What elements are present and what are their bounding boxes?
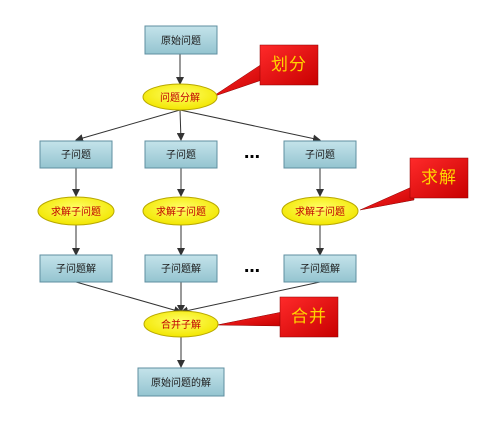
divide-callout-pointer — [211, 63, 263, 98]
callout-pointers — [211, 63, 415, 327]
ellipsis-row-1: … — [244, 143, 260, 162]
sub-problem-label: 子问题 — [166, 148, 196, 161]
sub-solution-label: 子问题解 — [161, 262, 201, 275]
solve-sub-oval-2: 求解子问题 — [142, 196, 220, 226]
sub-solution-label: 子问题解 — [300, 262, 340, 275]
callout-combine-label: 合并 — [291, 307, 327, 327]
solve-sub-label: 求解子问题 — [51, 205, 101, 218]
solve-sub-oval-1: 求解子问题 — [37, 196, 115, 226]
final-solution-label: 原始问题的解 — [151, 376, 211, 389]
sub-solution-box-2: 子问题解 — [144, 254, 218, 283]
arrow-sol1-to-merge — [75, 281, 182, 314]
solve-callout-pointer — [359, 185, 415, 211]
solve-sub-oval-3: 求解子问题 — [281, 196, 359, 226]
arrow-decompose-to-sub3 — [179, 109, 321, 143]
arrow-decompose-to-sub2 — [176, 109, 185, 141]
callout-solve-label: 求解 — [421, 168, 457, 188]
connectors — [72, 54, 324, 368]
original-problem-box: 原始问题 — [144, 25, 218, 55]
ellipsis-row-2: … — [244, 257, 260, 276]
sub-problem-box-2: 子问题 — [144, 140, 218, 169]
sub-problem-box-1: 子问题 — [39, 140, 113, 169]
final-solution-box: 原始问题的解 — [137, 367, 225, 397]
sub-solution-box-1: 子问题解 — [39, 254, 113, 283]
merge-oval: 合并子解 — [143, 310, 219, 338]
sub-solution-box-3: 子问题解 — [283, 254, 357, 283]
decompose-label: 问题分解 — [160, 91, 200, 104]
solve-sub-label: 求解子问题 — [156, 205, 206, 218]
arrow-decompose-to-sub1 — [75, 109, 181, 142]
original-problem-label: 原始问题 — [161, 34, 201, 47]
sub-solution-label: 子问题解 — [56, 262, 96, 275]
sub-problem-label: 子问题 — [61, 148, 91, 161]
solve-sub-label: 求解子问题 — [295, 205, 345, 218]
arrow-sol3-to-merge — [180, 281, 321, 315]
decompose-oval: 问题分解 — [142, 83, 218, 111]
callout-divide-label: 划分 — [271, 55, 307, 75]
callout-solve: 求解 — [409, 157, 469, 199]
combine-callout-pointer — [216, 311, 283, 327]
callout-divide: 划分 — [259, 44, 319, 86]
sub-problem-label: 子问题 — [305, 148, 335, 161]
merge-label: 合并子解 — [161, 318, 201, 331]
sub-problem-box-3: 子问题 — [283, 140, 357, 169]
callout-combine: 合并 — [279, 296, 339, 338]
